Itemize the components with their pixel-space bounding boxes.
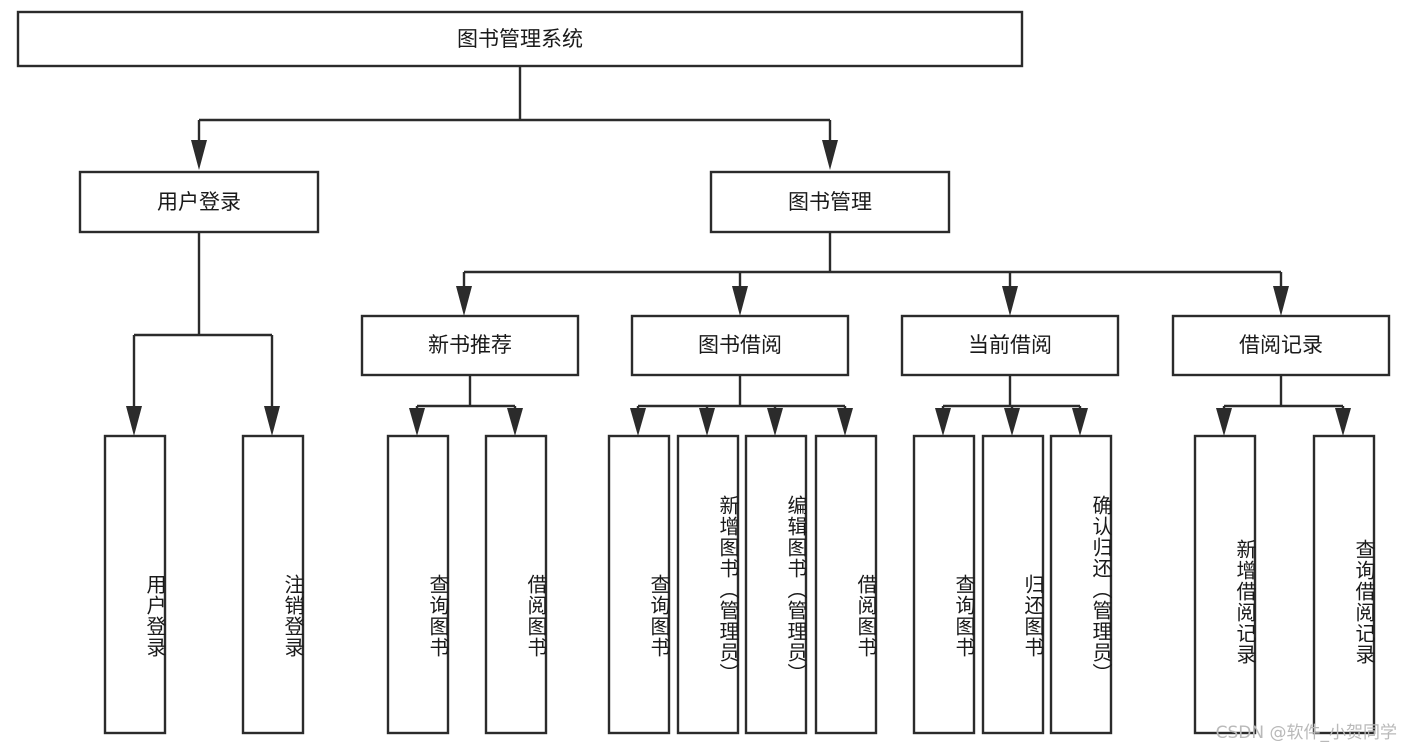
arrowhead-leaf-query-record	[1335, 408, 1351, 436]
arrowhead-leaf-confirm-return	[1072, 408, 1088, 436]
arrowhead-leaf-query-book-1	[409, 408, 425, 436]
node-current-borrow-box[interactable]	[900, 314, 1120, 377]
arrowhead-leaf-edit-book	[767, 408, 783, 436]
leaf-query-record-box[interactable]	[1312, 434, 1376, 735]
arrowhead-book-manage	[822, 140, 838, 170]
leaf-query-book-1-box[interactable]	[386, 434, 450, 735]
leaf-add-record-box[interactable]	[1193, 434, 1257, 735]
arrowhead-new-book-rec	[456, 286, 472, 316]
arrowhead-leaf-logout-login	[264, 406, 280, 436]
watermark: CSDN @软件_小贺同学	[1215, 723, 1397, 743]
node-book-manage-label: 图书管理	[788, 190, 872, 214]
node-book-borrow[interactable]: 图书借阅	[630, 314, 850, 377]
node-borrow-record-label: 借阅记录	[1239, 333, 1323, 357]
node-user-login-label: 用户登录	[157, 190, 241, 214]
node-book-borrow-box[interactable]	[630, 314, 850, 377]
arrowhead-book-borrow	[732, 286, 748, 316]
node-new-book-rec[interactable]: 新书推荐	[360, 314, 580, 377]
arrowhead-current-borrow	[1002, 286, 1018, 316]
leaf-query-book-2-box[interactable]	[607, 434, 671, 735]
node-new-book-rec-box[interactable]	[360, 314, 580, 377]
leaf-confirm-return-box[interactable]	[1049, 434, 1113, 735]
node-current-borrow[interactable]: 当前借阅	[900, 314, 1120, 377]
arrowhead-user-login	[191, 140, 207, 170]
arrowhead-borrow-record	[1273, 286, 1289, 316]
leaf-logout-login-box[interactable]	[241, 434, 305, 735]
arrowhead-leaf-query-book-2	[630, 408, 646, 436]
node-root-box[interactable]	[16, 10, 1024, 68]
node-root[interactable]: 图书管理系统	[16, 10, 1024, 68]
arrowhead-leaf-borrow-book-1	[507, 408, 523, 436]
leaf-query-book-3-box[interactable]	[912, 434, 976, 735]
arrowhead-leaf-add-book	[699, 408, 715, 436]
arrowhead-leaf-add-record	[1216, 408, 1232, 436]
node-user-login-box[interactable]	[78, 170, 320, 234]
node-borrow-record[interactable]: 借阅记录	[1171, 314, 1391, 377]
leaf-borrow-book-1-box[interactable]	[484, 434, 548, 735]
connector-group	[126, 66, 1351, 436]
leaf-box-group	[103, 434, 1376, 735]
leaf-user-login-box[interactable]	[103, 434, 167, 735]
node-borrow-record-box[interactable]	[1171, 314, 1391, 377]
arrowhead-leaf-return-book	[1004, 408, 1020, 436]
node-book-manage-box[interactable]	[709, 170, 951, 234]
node-root-label: 图书管理系统	[457, 27, 583, 51]
leaf-return-book-box[interactable]	[981, 434, 1045, 735]
arrowhead-leaf-borrow-book-2	[837, 408, 853, 436]
arrowhead-leaf-query-book-3	[935, 408, 951, 436]
arrowhead-leaf-user-login	[126, 406, 142, 436]
leaf-add-book-box[interactable]	[676, 434, 740, 735]
node-user-login[interactable]: 用户登录	[78, 170, 320, 234]
node-new-book-rec-label: 新书推荐	[428, 333, 512, 357]
node-book-manage[interactable]: 图书管理	[709, 170, 951, 234]
node-current-borrow-label: 当前借阅	[968, 333, 1052, 357]
leaf-edit-book-box[interactable]	[744, 434, 808, 735]
node-book-borrow-label: 图书借阅	[698, 333, 782, 357]
leaf-borrow-book-2-box[interactable]	[814, 434, 878, 735]
